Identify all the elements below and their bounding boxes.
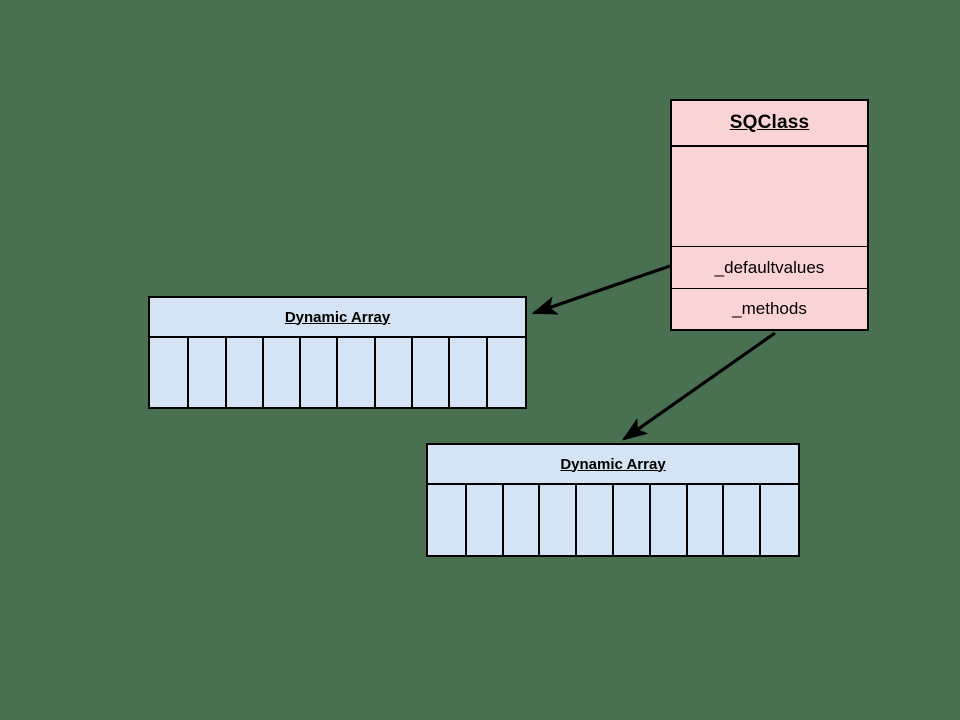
array-cell[interactable] [722,485,760,555]
array-cell[interactable] [187,338,225,407]
array-cell[interactable] [501,485,539,555]
sqclass-node[interactable]: SQClass _defaultvalues _methods [670,99,869,331]
array-cell[interactable] [373,338,412,407]
sqclass-attr-methods[interactable]: _methods [672,288,867,329]
sqclass-attr-defaultvalues[interactable]: _defaultvalues [714,257,825,277]
sqclass-title: SQClass [672,101,867,147]
array-cell[interactable] [261,338,300,407]
edge-methods-arrow [621,331,776,441]
array-cell[interactable] [411,338,449,407]
array-cell[interactable] [224,338,262,407]
array-cell[interactable] [464,485,502,555]
array-cell[interactable] [152,338,188,407]
dynamic-array-defaultvalues-title: Dynamic Array [150,298,525,338]
array-cell[interactable] [299,338,337,407]
dynamic-array-methods-cells [428,485,798,555]
array-cell[interactable] [611,485,649,555]
sqclass-empty-compartment [672,147,867,247]
dynamic-array-methods-node[interactable]: Dynamic Array [426,443,800,557]
array-cell[interactable] [575,485,612,555]
array-cell[interactable] [336,338,374,407]
array-cell[interactable] [538,485,576,555]
array-cell[interactable] [759,485,796,555]
edge-defaultvalues-arrow [531,264,671,315]
dynamic-array-defaultvalues-node[interactable]: Dynamic Array [148,296,527,409]
dynamic-array-methods-title: Dynamic Array [428,445,798,485]
array-cell[interactable] [430,485,465,555]
array-cell[interactable] [685,485,723,555]
dynamic-array-defaultvalues-cells [150,338,525,407]
array-cell[interactable] [648,485,686,555]
array-cell[interactable] [448,338,486,407]
array-cell[interactable] [485,338,523,407]
